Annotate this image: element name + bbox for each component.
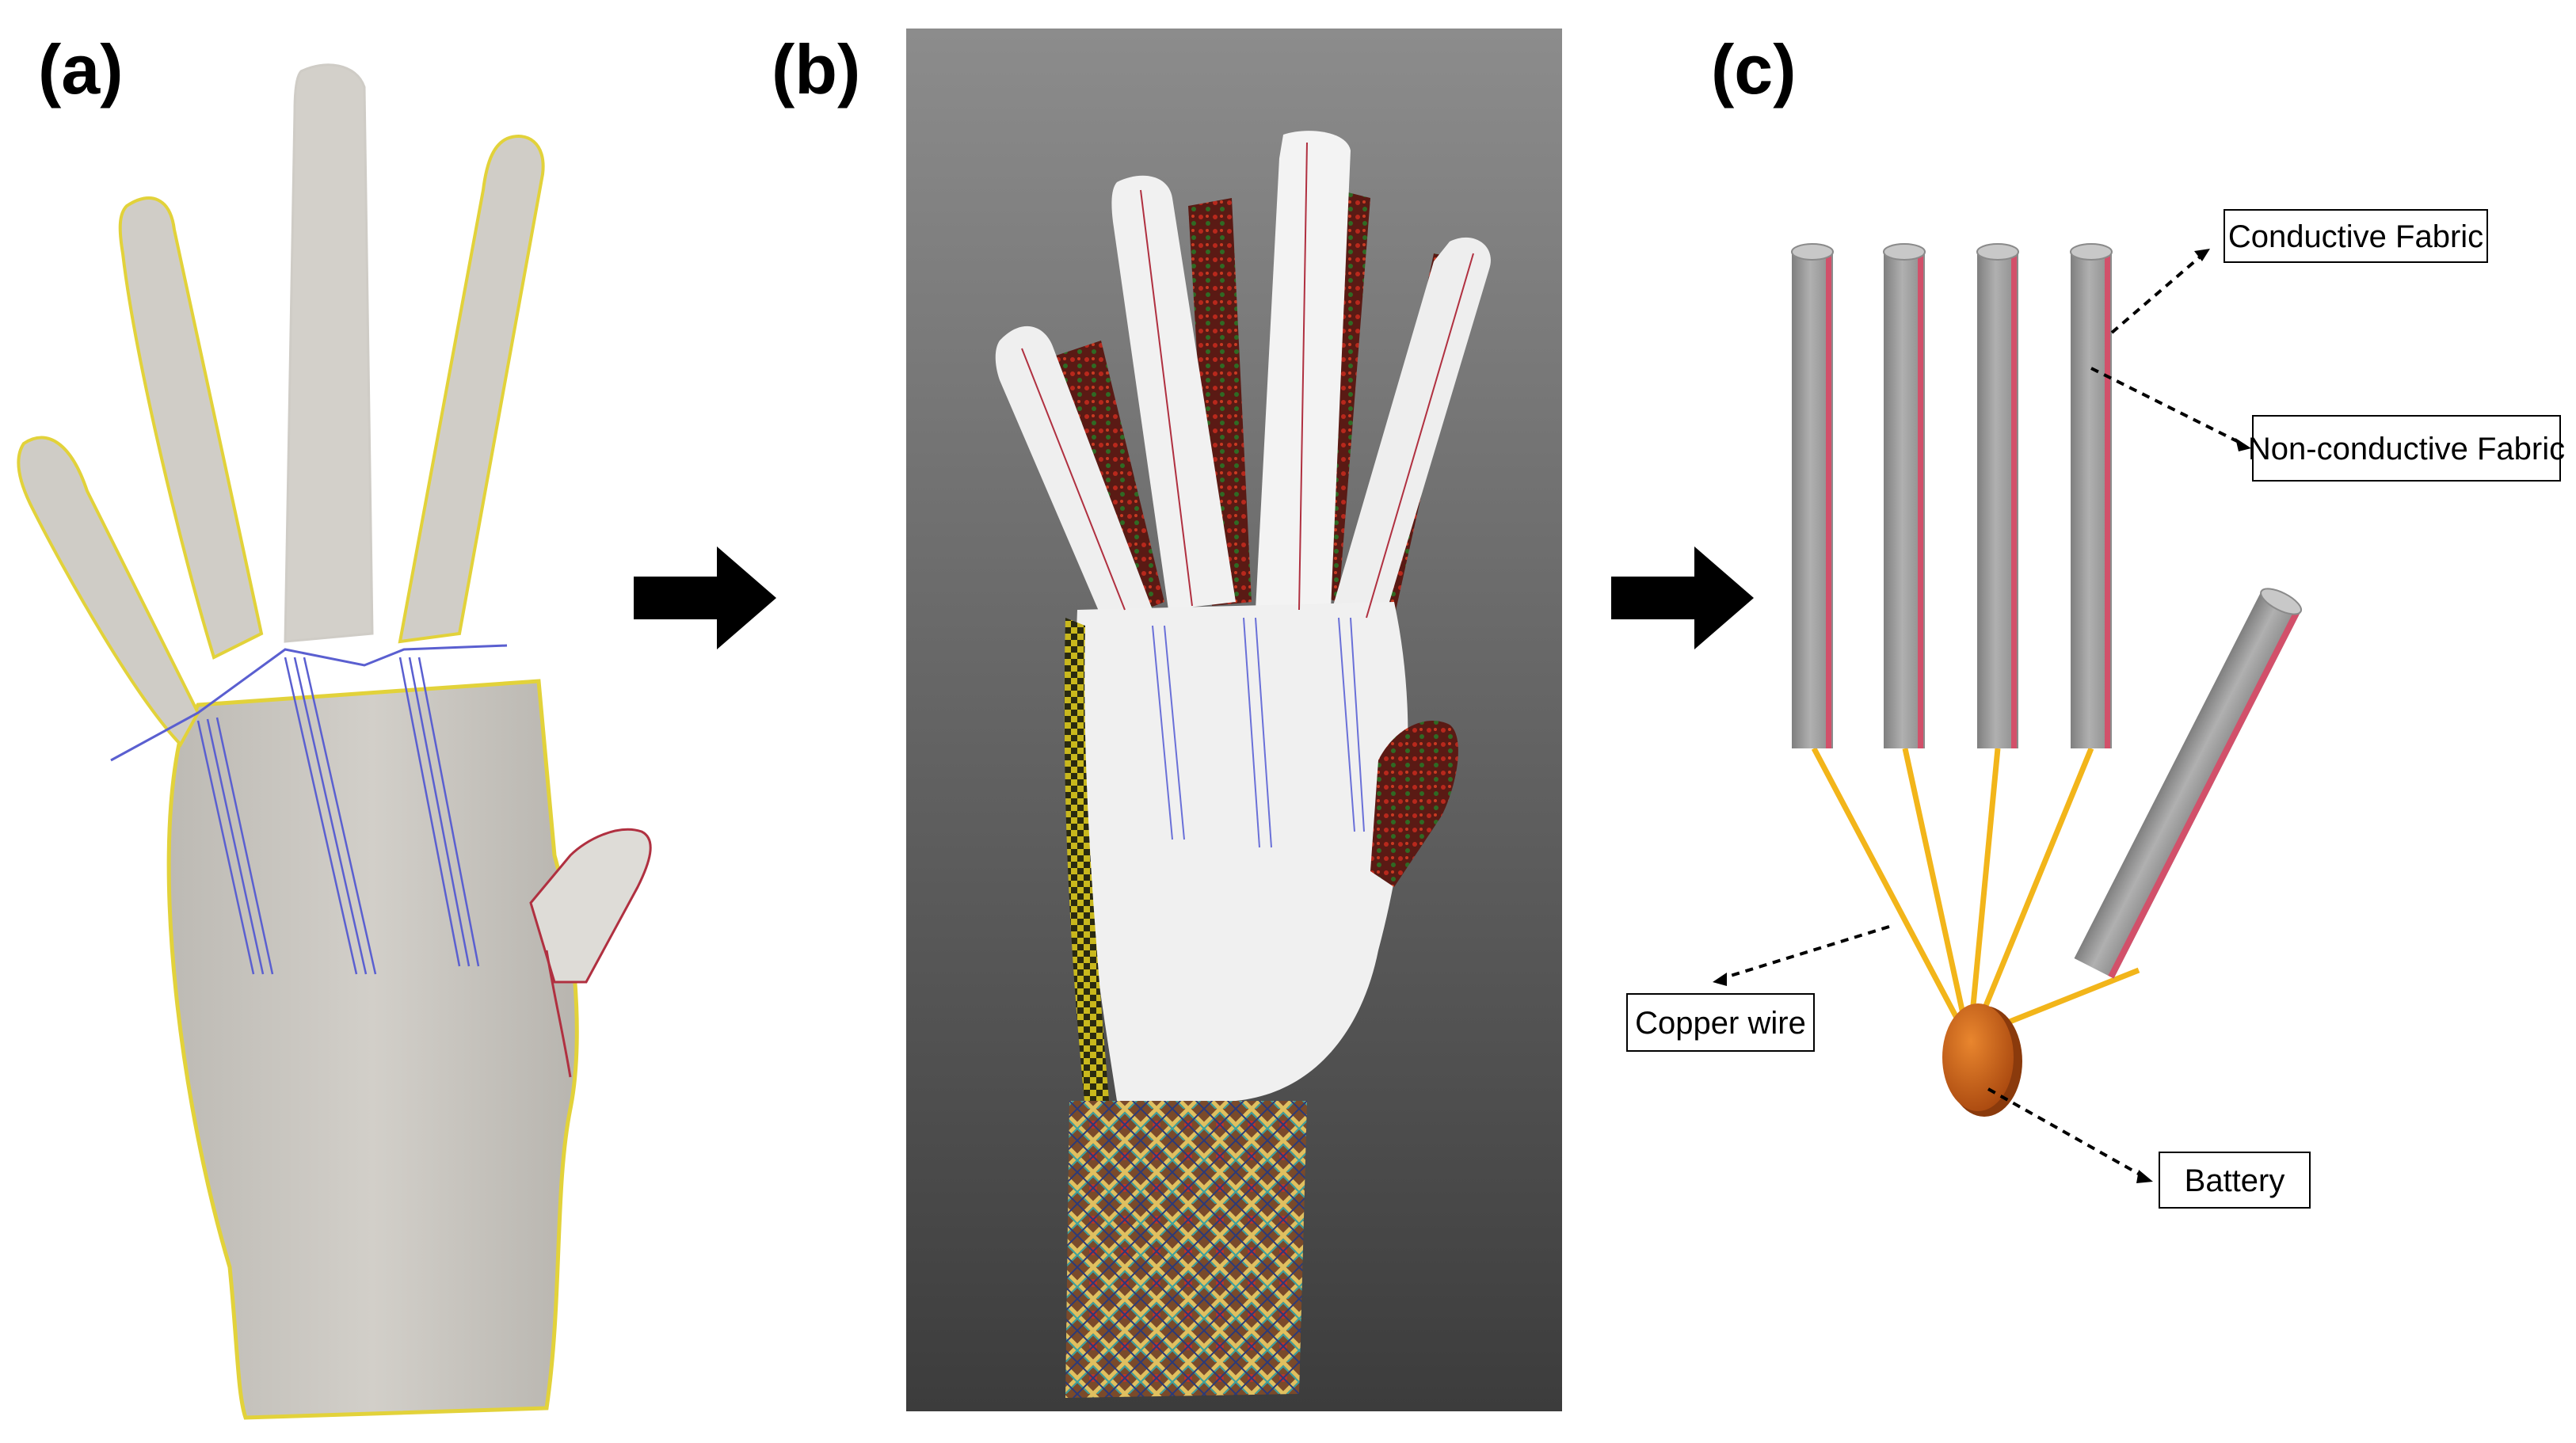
callout-nonconductive-fabric-text: Non-conductive Fabric [2248,432,2565,466]
hand-finger-little [17,436,200,748]
finger-rod-2 [1883,243,1926,748]
hand-finger-ring [118,196,264,660]
panel-label-b: (b) [772,30,860,109]
glove-cuff [1065,1101,1307,1398]
hand-thumb-seam [545,950,572,1078]
finger-rods [1791,243,2303,979]
finger-rod-1 [1791,243,1834,748]
glove-side-strip [1064,618,1109,1109]
hand-model [17,63,652,1420]
hand-finger-middle [284,63,374,643]
callout-copper-wire-text: Copper wire [1635,1006,1806,1041]
callout-copper-wire: Copper wire [1626,993,1815,1052]
callout-nonconductive-fabric: Non-conductive Fabric [2248,415,2565,482]
finger-rod-3 [1976,243,2019,748]
thumb-rod [2074,588,2303,979]
glove-palm-seams [1152,617,1365,848]
glove-model [995,131,1491,1398]
callout-conductive-fabric-text: Conductive Fabric [2228,219,2483,254]
hand-palm-seams [196,657,480,975]
glove-finger-ring [1111,175,1236,610]
glove-finger-gap-1 [1054,341,1164,618]
hand-finger-index [398,135,545,644]
battery [1942,1003,2022,1117]
glove-thumb [1370,721,1458,887]
hand-palm [166,679,579,1420]
arrow-right-icon [634,546,776,649]
callout-arrowheads [1713,249,2251,1183]
hand-thumb [529,828,652,984]
callout-battery-text: Battery [2185,1163,2285,1198]
finger-rod-4 [2070,243,2113,748]
panel-label-a: (a) [38,30,124,109]
glove-finger-little [995,326,1153,626]
hand-knuckle-seam [110,644,508,762]
glove-finger-index [1331,237,1491,626]
copper-wires [1811,747,2140,1033]
callout-conductive-fabric: Conductive Fabric [2224,209,2488,263]
glove-finger-stitches [1021,142,1474,619]
callout-battery: Battery [2159,1152,2311,1209]
glove-palm [1076,602,1408,1101]
callout-leaders [1722,253,2243,1178]
glove-finger-gap-2 [1188,198,1252,606]
arrow-right-icon [1611,546,1754,649]
panel-label-c: (c) [1711,30,1797,109]
